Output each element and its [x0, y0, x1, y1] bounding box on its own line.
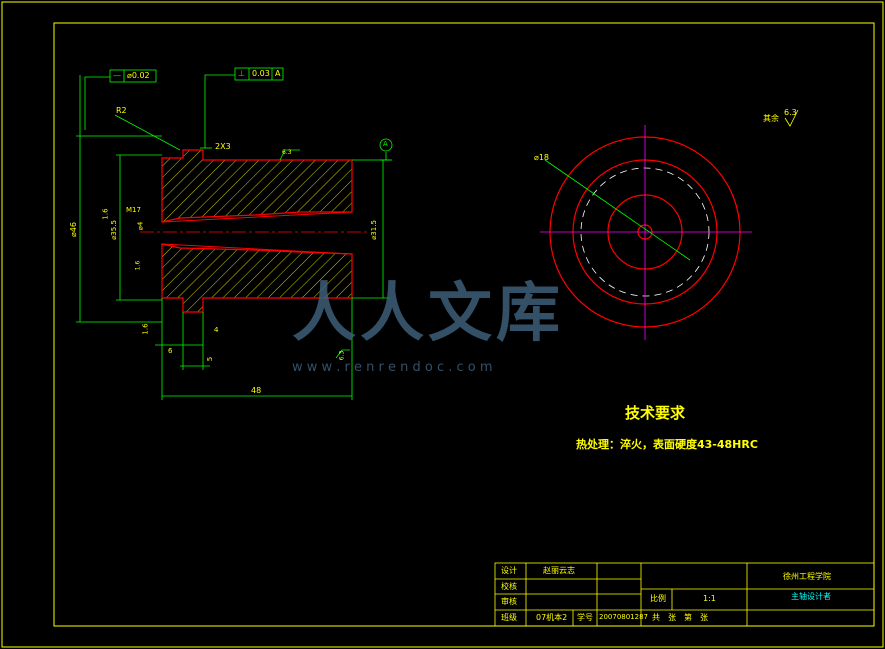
- inner-frame: [53, 22, 875, 627]
- requirements-title: 技术要求: [625, 404, 686, 422]
- dim-right-dia: ⌀31.5: [369, 220, 378, 240]
- requirements-text: 热处理：淬火，表面硬度43-48HRC: [576, 438, 758, 451]
- dim-chamfer: 2X3: [215, 142, 231, 151]
- rest-roughness-value: 6.3: [784, 108, 797, 117]
- watermark-url: w w w . r e n r e n d o c . c o m: [292, 360, 493, 375]
- dim-inner-dia: ⌀35.5: [109, 220, 118, 240]
- tb-school: 徐州工程学院: [783, 572, 831, 581]
- dim-length: 48: [251, 386, 262, 395]
- part-body-hatch-lower: [161, 243, 353, 313]
- dim-rough-top: 6.3: [282, 149, 292, 156]
- datum-a-circle: [379, 138, 393, 152]
- tb-student-no-value: 20070801287: [599, 613, 648, 621]
- tolerance-frame-perpendicular: [234, 67, 284, 81]
- title-block-lines: [494, 562, 875, 627]
- tb-student-no-label: 学号: [577, 613, 593, 622]
- tb-review-label: 审核: [501, 597, 517, 606]
- tb-scale-value: 1:1: [703, 594, 716, 603]
- runout-symbol: —: [113, 71, 121, 80]
- tb-class-value: 07机本2: [536, 613, 568, 622]
- rest-roughness-mark: [784, 109, 799, 127]
- dim-step-4: 4: [214, 326, 219, 334]
- tb-scale-label: 比例: [650, 594, 666, 603]
- rest-roughness-label: 其余: [763, 114, 779, 123]
- watermark-text: 人人文库: [292, 277, 564, 351]
- dim-step-6: 6: [168, 347, 173, 355]
- dim-step-1-6: 1.6: [141, 323, 150, 335]
- bore-line-lower: [161, 243, 353, 255]
- dim-center-bore: ⌀18: [534, 153, 549, 162]
- tb-class-label: 班级: [501, 613, 517, 622]
- runout-value: ⌀0.02: [127, 71, 150, 80]
- dim-cone-note: 1.6: [101, 208, 110, 220]
- tb-check-label: 校核: [501, 582, 517, 591]
- dim-datum-label: A: [383, 140, 388, 148]
- dim-r2: R2: [116, 106, 127, 115]
- perp-symbol: ⊥: [238, 69, 245, 78]
- end-view: [540, 109, 799, 340]
- tb-sheet-text: 共 张 第 张: [652, 613, 708, 622]
- perp-value: 0.03: [252, 69, 270, 78]
- tb-design-value: 赵丽云志: [543, 566, 575, 575]
- dia-leader: [544, 159, 691, 261]
- perp-datum: A: [275, 69, 281, 78]
- tb-design-label: 设计: [501, 566, 517, 575]
- dimension-lines: [76, 74, 392, 400]
- section-view: [140, 149, 370, 313]
- dim-outer-dia: ⌀46: [69, 222, 78, 237]
- tb-drawing-name: 主轴设计者: [791, 592, 831, 601]
- dim-m17: M17: [126, 206, 141, 214]
- dim-bore-left: ⌀4: [136, 221, 145, 231]
- part-body-hatch: [161, 149, 353, 223]
- bore-line-upper: [161, 211, 353, 223]
- tolerance-frame-runout: [109, 69, 157, 83]
- dim-small-rough: 1.6: [134, 260, 142, 271]
- dim-step-5: 5: [206, 356, 215, 362]
